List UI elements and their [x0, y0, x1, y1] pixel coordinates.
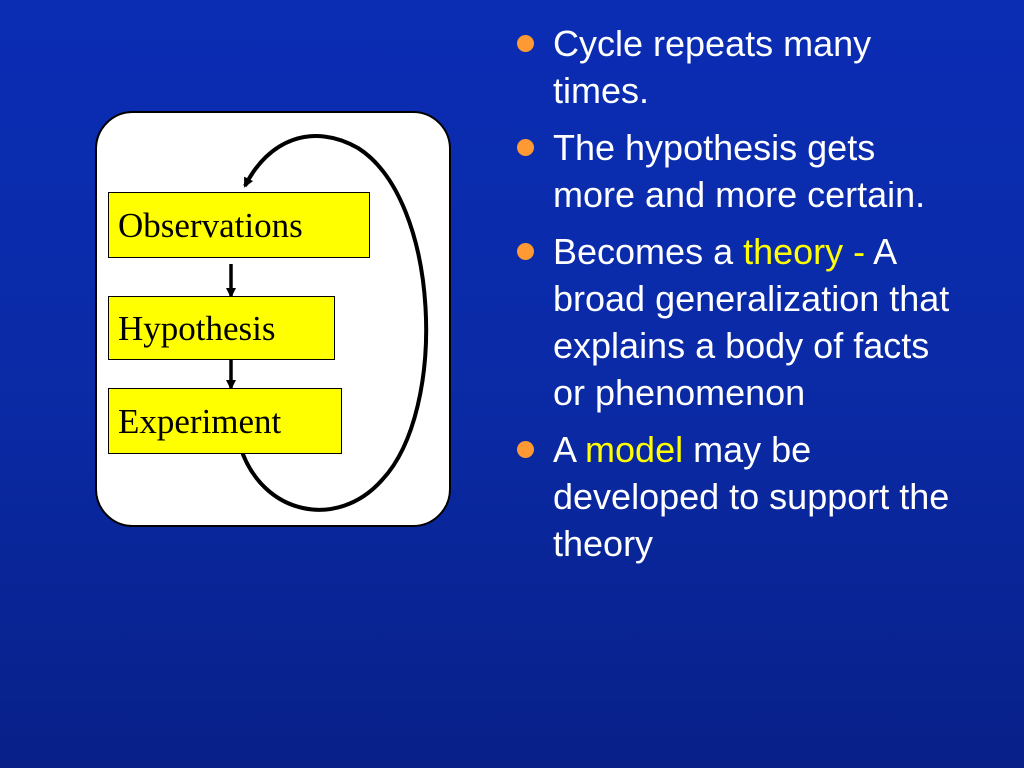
- bullet-dot-icon: [517, 243, 534, 260]
- bullet-item-hypothesis: The hypothesis gets more and more certai…: [515, 124, 955, 218]
- bullet-text-before: Becomes a: [553, 231, 744, 272]
- bullet-item-cycle: Cycle repeats many times.: [515, 20, 955, 114]
- theory-term: theory: [743, 231, 844, 272]
- observations-box: Observations: [108, 192, 370, 258]
- model-term: model: [585, 429, 684, 470]
- hypothesis-box: Hypothesis: [108, 296, 335, 360]
- experiment-label: Experiment: [118, 401, 282, 441]
- bullet-dot-icon: [517, 139, 534, 156]
- bullet-item-theory: Becomes a theory - A broad generalizatio…: [515, 228, 955, 416]
- bullet-text-after: A broad generalization that explains a b…: [553, 231, 950, 413]
- bullet-text: The hypothesis gets more and more certai…: [553, 127, 926, 215]
- bullet-dot-icon: [517, 441, 534, 458]
- bullet-text-after: may be developed to support the theory: [553, 429, 950, 564]
- bullet-dot-icon: [517, 35, 534, 52]
- bullet-list: Cycle repeats many times. The hypothesis…: [515, 20, 955, 577]
- bullet-item-model: A model may be developed to support the …: [515, 426, 955, 567]
- theory-dash: -: [843, 231, 866, 272]
- observations-label: Observations: [118, 205, 303, 245]
- experiment-box: Experiment: [108, 388, 342, 454]
- bullet-text: Cycle repeats many times.: [553, 23, 872, 111]
- bullet-text-before: A: [553, 429, 586, 470]
- hypothesis-label: Hypothesis: [118, 308, 276, 348]
